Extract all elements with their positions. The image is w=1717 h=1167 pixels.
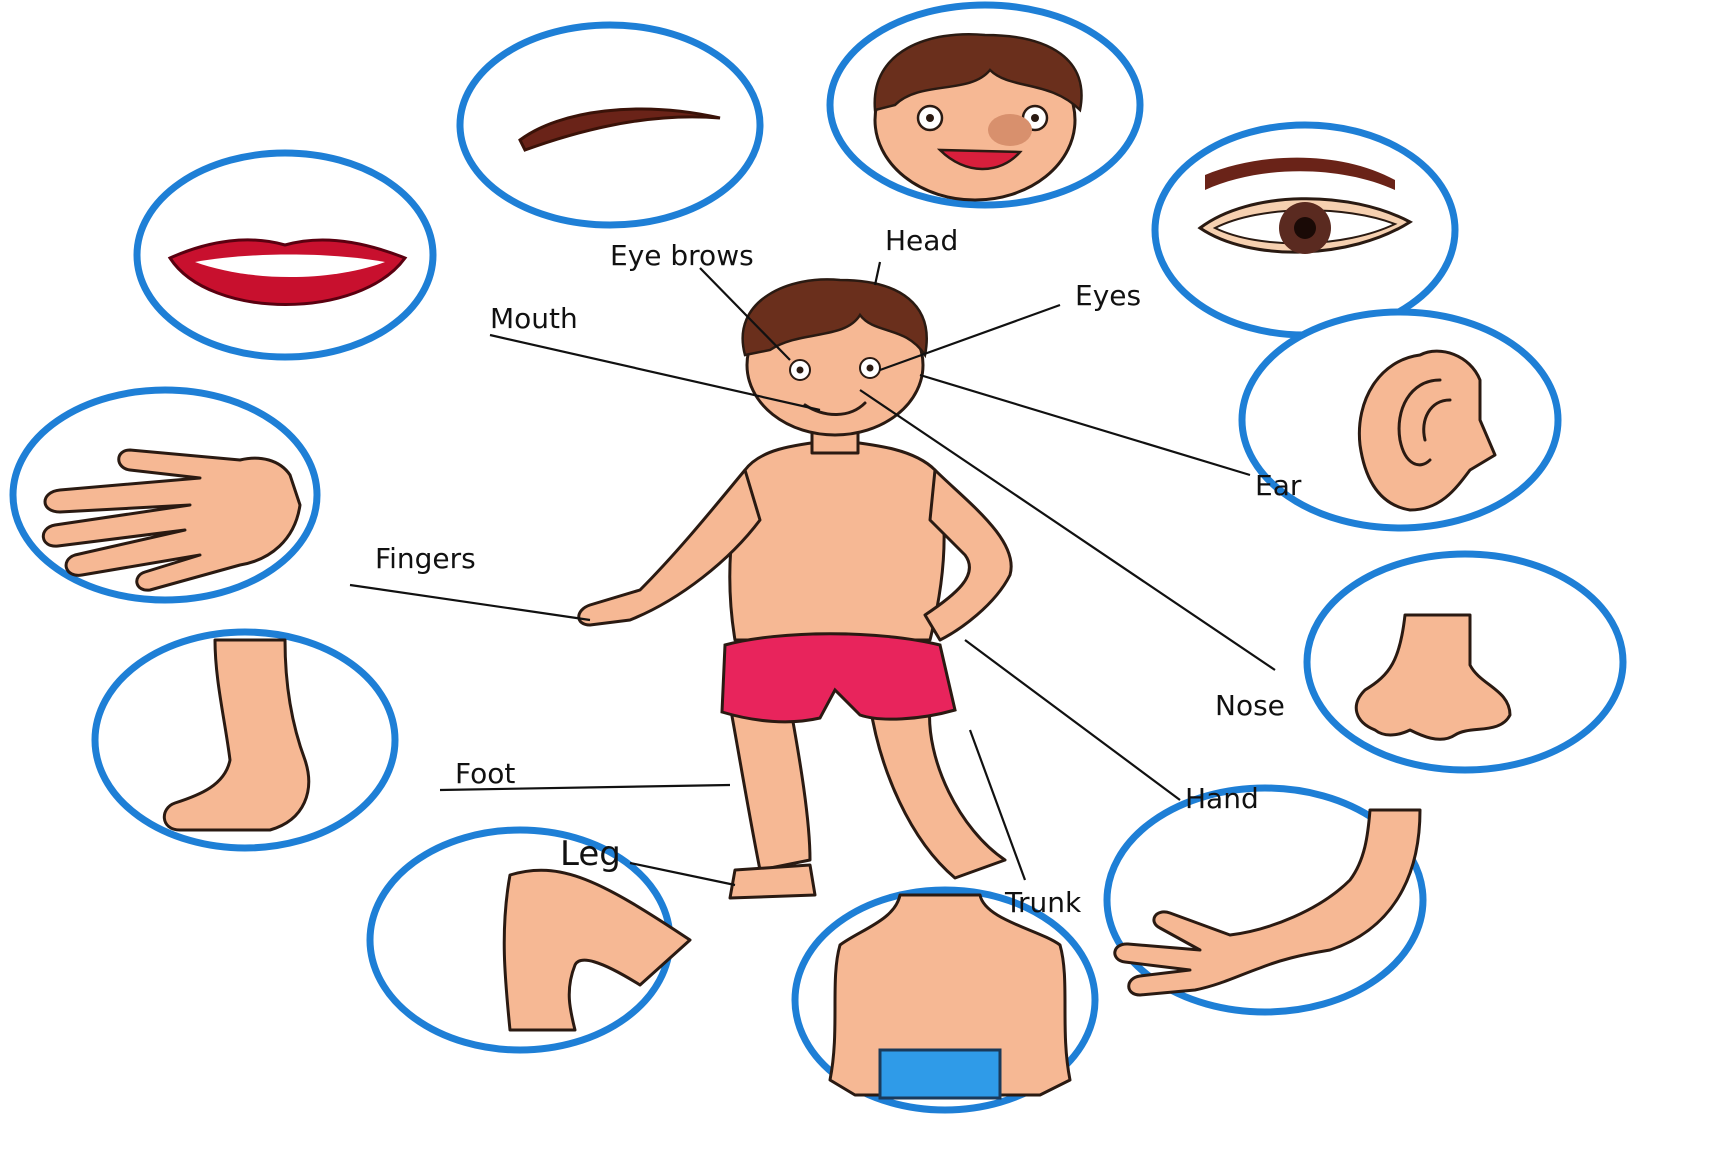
trunk-circle [795, 890, 1095, 1110]
boy-left-leg [730, 705, 810, 870]
label-trunk: Trunk [1004, 886, 1082, 919]
label-head: Head [885, 224, 958, 257]
label-hand: Hand [1185, 782, 1259, 815]
label-fingers: Fingers [375, 542, 476, 575]
boy-torso [730, 440, 944, 640]
eyebrow-circle [460, 25, 760, 225]
label-foot: Foot [455, 757, 515, 790]
boy-shorts [722, 634, 955, 722]
eye-circle [1155, 125, 1455, 335]
leg-circle [370, 830, 690, 1050]
boy-left-foot [730, 865, 815, 898]
boy-figure [579, 279, 1011, 898]
label-eyes: Eyes [1075, 279, 1141, 312]
label-eye-brows: Eye brows [610, 239, 754, 272]
hand-circle [1107, 788, 1423, 1012]
fingers-circle [13, 390, 317, 600]
nose-circle [1307, 554, 1623, 770]
label-mouth: Mouth [490, 302, 578, 335]
label-nose: Nose [1215, 689, 1285, 722]
head-circle [830, 5, 1140, 205]
mouth-circle [137, 153, 433, 357]
label-leg: Leg [560, 834, 621, 874]
label-ear: Ear [1255, 469, 1302, 502]
boy-right-leg [870, 705, 1005, 878]
foot-circle [95, 632, 395, 848]
